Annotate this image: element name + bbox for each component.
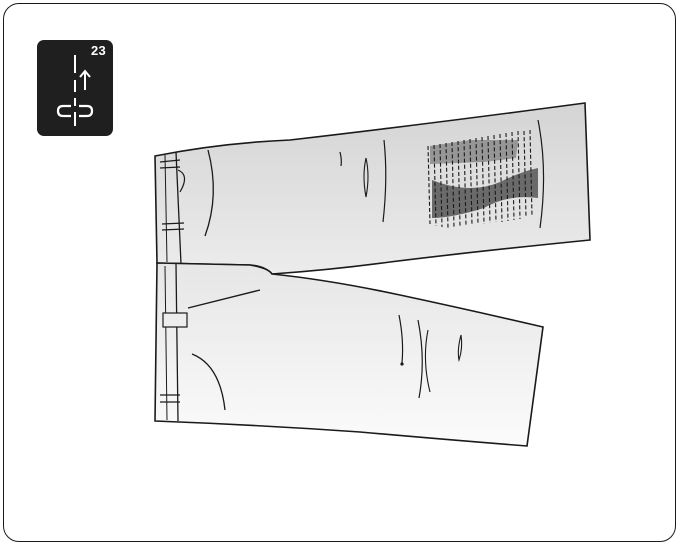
- lower-jeans-leg: [155, 263, 543, 446]
